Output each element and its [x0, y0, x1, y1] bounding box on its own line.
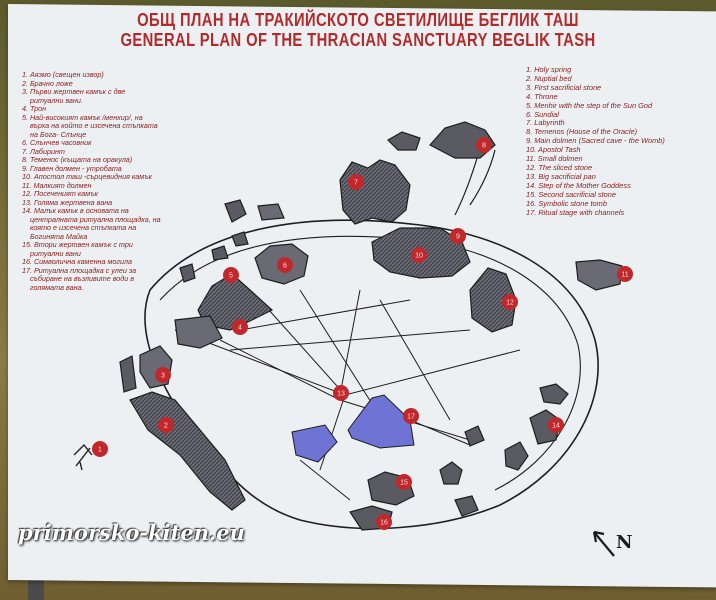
marker-dot — [223, 267, 239, 283]
legend-entry: 3. First sacrificial stone — [526, 82, 602, 92]
legend-entry: 12. The sliced stone — [526, 162, 593, 172]
marker-dot — [502, 294, 518, 310]
marker-dot — [333, 385, 349, 401]
marker-label: 14 — [552, 423, 560, 430]
map-marker: 9 — [450, 228, 466, 244]
legend-entry: 16. Symbolic stone tomb — [526, 198, 607, 208]
marker-dot — [348, 174, 364, 190]
water-basin-large — [347, 394, 415, 449]
legend-entry: 1. Аязмо (свещен извор) — [22, 70, 104, 79]
marker-dot — [617, 266, 633, 282]
legend-entry: 14. Step of the Mother Goddess — [526, 180, 631, 190]
marker-dot — [232, 319, 248, 335]
marker-dot — [277, 257, 293, 273]
marker-label: 17 — [407, 414, 415, 421]
map-marker: 1 — [92, 441, 108, 457]
marker-dot — [396, 474, 412, 490]
marker-label: 11 — [621, 272, 628, 279]
legend-entry: 5. Menhir with the step of the Sun God — [526, 100, 653, 110]
legend-entry: 3. Първи жертвен камък с две ритуални ва… — [22, 87, 126, 105]
map-marker: 15 — [396, 474, 412, 490]
map-marker: 17 — [403, 408, 419, 424]
marker-dot — [376, 514, 392, 530]
watermark-text: primorsko-kiten.eu — [18, 520, 245, 545]
map-marker: 3 — [155, 367, 171, 383]
marker-label: 2 — [164, 423, 168, 430]
legend-entry: 5. Най-високият камък /менхир/, на върха… — [22, 112, 158, 139]
marker-label: 9 — [456, 234, 460, 241]
map-marker: 10 — [411, 247, 427, 263]
marker-label: 16 — [380, 520, 388, 527]
rock-formations — [119, 121, 623, 531]
legend-entry: 13. Голяма жертвена вана — [22, 197, 113, 207]
legend-entry: 14. Малък камък в основата на централнат… — [22, 206, 161, 241]
legend-entry: 8. Temenos (House of the Oracle) — [526, 127, 638, 137]
marker-dot — [92, 441, 108, 457]
map-marker: 4 — [232, 319, 248, 335]
legend-entry: 1. Holy spring — [526, 65, 572, 74]
legend-entry: 4. Throne — [526, 91, 558, 101]
title-bulgarian: ОБЩ ПЛАН НА ТРАКИЙСКОТО СВЕТИЛИЩЕ БЕГЛИК… — [137, 10, 579, 30]
legend-entry: 12. Посеченият камък — [22, 189, 99, 198]
legend-entry: 17. Ритуална площадка с улеи за събиране… — [22, 265, 137, 292]
marker-label: 1 — [98, 447, 102, 454]
legend-entry: 7. Лабиринт — [22, 146, 65, 156]
marker-label: 7 — [354, 180, 358, 187]
marker-label: 6 — [283, 263, 287, 270]
holy-spring-symbol — [73, 443, 93, 471]
legend-entry: 6. Sundial — [526, 109, 559, 119]
marker-dot — [403, 408, 419, 424]
marker-dot — [411, 247, 427, 263]
legend-entry: 10. Апостол таш -сърцевидния камък — [22, 172, 153, 181]
legend-entry: 9. Главен долмен - утробата — [22, 163, 122, 173]
marker-dot — [548, 417, 564, 433]
map-marker: 11 — [617, 266, 633, 282]
legend-entry: 17. Ritual stage with channels — [526, 207, 625, 217]
map-marker: 2 — [158, 417, 174, 433]
map-marker: 13 — [333, 385, 349, 401]
marker-label: 8 — [482, 143, 486, 150]
map-marker: 16 — [376, 514, 392, 530]
map-marker: 5 — [223, 267, 239, 283]
marker-label: 5 — [229, 273, 233, 280]
title-english: GENERAL PLAN OF THE THRACIAN SANCTUARY B… — [120, 30, 596, 50]
legend-entry: 8. Теменос (къщата на оракула) — [22, 155, 133, 164]
north-arrow-icon — [592, 530, 615, 557]
legend-entry: 11. Малкият долмен — [22, 180, 92, 190]
legend-entry: 15. Second sacrificial stone — [526, 189, 616, 199]
legend-entry: 16. Символична каменна могила — [22, 257, 132, 266]
legend-entry: 4. Трон — [22, 104, 47, 113]
legend-entry: 11. Small dolmen — [526, 154, 583, 164]
marker-dot — [158, 417, 174, 433]
marker-label: 12 — [506, 300, 514, 307]
marker-label: 13 — [337, 391, 345, 398]
marker-label: 3 — [161, 373, 165, 380]
legend-entry: 7. Labyrinth — [526, 118, 565, 128]
map-marker: 8 — [476, 137, 492, 153]
marker-dot — [155, 367, 171, 383]
legend-entry: 15. Втори жертвен камък с три ритуални в… — [22, 240, 133, 258]
legend-entry: 13. Big sacrificial pan — [526, 171, 596, 181]
map-marker: 14 — [548, 417, 564, 433]
legend-entry: 2. Брачно ложе — [22, 78, 73, 88]
legend-entry: 9. Main dolmen (Sacred cave - the Womb) — [526, 136, 665, 146]
marker-dot — [450, 228, 466, 244]
marker-label: 10 — [415, 253, 423, 260]
legend-entry: 2. Nuptial bed — [526, 73, 572, 83]
marker-label: 4 — [238, 325, 242, 332]
marker-dot — [476, 137, 492, 153]
legend-entry: 10. Apostol Tash — [526, 145, 581, 155]
map-marker: 6 — [277, 257, 293, 273]
water-basin-small — [291, 424, 338, 463]
map-marker: 7 — [348, 174, 364, 190]
map-marker: 12 — [502, 294, 518, 310]
marker-label: 15 — [400, 480, 408, 487]
legend-entry: 6. Слънчев часовник — [22, 138, 92, 147]
north-label: N — [616, 532, 633, 553]
